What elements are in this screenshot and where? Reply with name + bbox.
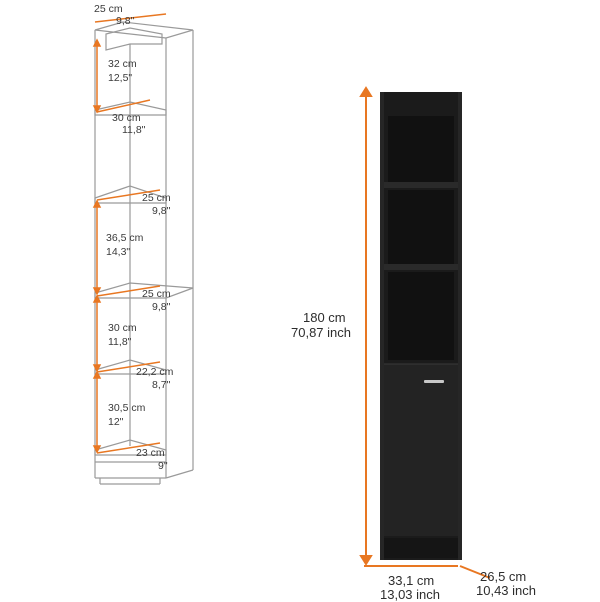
shelf-outline-4 [94, 359, 167, 375]
measure-depth [459, 565, 491, 579]
measure-shelf-1 [96, 99, 151, 113]
cabinet-product [380, 92, 462, 560]
dim-label-cm: 25 cm [142, 288, 171, 300]
shelf-outline-1 [94, 101, 167, 116]
height-inch-label: 70,87 inch [291, 325, 351, 340]
dim-label-cm: 36,5 cm [106, 232, 144, 244]
dim-label-cm: 32 cm [108, 58, 137, 70]
measure-shelf-4 [96, 361, 161, 373]
dim-label-cm: 23 cm [136, 447, 165, 459]
dim-label-inch: 11,8" [122, 124, 146, 136]
top-width-cm: 25 cm [94, 3, 123, 15]
height-cm-label: 180 cm [303, 310, 346, 325]
measure-shelf-2 [96, 189, 161, 201]
cabinet-shelf-2 [384, 264, 458, 270]
dim-label-cm: 25 cm [142, 192, 171, 204]
shelf-outline-5 [94, 439, 167, 456]
dim-label-inch: 12" [108, 416, 124, 428]
measure-shelf-5 [96, 442, 161, 454]
dim-label-inch: 9,8" [152, 205, 171, 217]
cabinet-door [384, 364, 458, 536]
depth-inch-label: 10,43 inch [476, 583, 536, 598]
dim-label-inch: 14,3" [106, 246, 131, 258]
compartment-middle [388, 190, 454, 266]
compartment-top [388, 116, 454, 184]
measure-top-width [94, 13, 167, 23]
top-inner-outline [105, 27, 163, 51]
dim-label-inch: 12,5" [108, 72, 133, 84]
compartment-lower [388, 272, 454, 360]
dim-label-inch: 9" [158, 460, 168, 472]
width-cm-label: 33,1 cm [388, 573, 435, 588]
dim-label-inch: 9,8" [152, 301, 171, 313]
dim-label-cm: 30,5 cm [108, 402, 146, 414]
top-panel-outline [94, 21, 194, 39]
cabinet-shelf-1 [384, 182, 458, 188]
depth-cm-label: 26,5 cm [480, 569, 527, 584]
shelf-outline-3 [94, 282, 194, 299]
cabinet-plinth [384, 538, 458, 558]
door-handle [424, 380, 444, 383]
top-width-inch: 9,8" [116, 15, 135, 27]
dim-label-cm: 22,2 cm [136, 366, 174, 378]
dim-label-cm: 30 cm [112, 112, 141, 124]
dim-label-inch: 8,7" [152, 379, 171, 391]
dim-label-cm: 30 cm [108, 322, 137, 334]
width-inch-label: 13,03 inch [380, 587, 440, 602]
dim-label-inch: 11,8" [108, 336, 132, 348]
shelf-outline-2 [94, 185, 167, 204]
measure-shelf-3 [96, 285, 161, 297]
